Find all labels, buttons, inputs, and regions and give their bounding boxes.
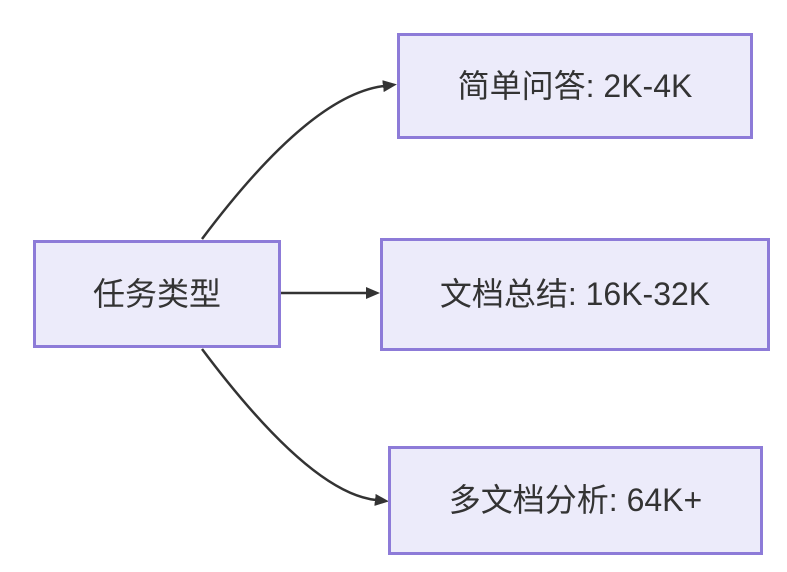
node-multi-doc-label: 多文档分析: 64K+ xyxy=(448,482,703,519)
node-task-type-label: 任务类型 xyxy=(92,275,221,312)
node-task-type: 任务类型 xyxy=(33,240,281,348)
edge-task-to-simple-qa xyxy=(201,80,397,240)
node-simple-qa-label: 简单问答: 2K-4K xyxy=(457,67,693,104)
node-simple-qa: 简单问答: 2K-4K xyxy=(397,33,753,139)
node-multi-doc: 多文档分析: 64K+ xyxy=(388,446,763,555)
edge-task-to-multi-doc xyxy=(201,348,389,506)
node-doc-summary-label: 文档总结: 16K-32K xyxy=(439,276,711,313)
node-doc-summary: 文档总结: 16K-32K xyxy=(380,238,770,351)
